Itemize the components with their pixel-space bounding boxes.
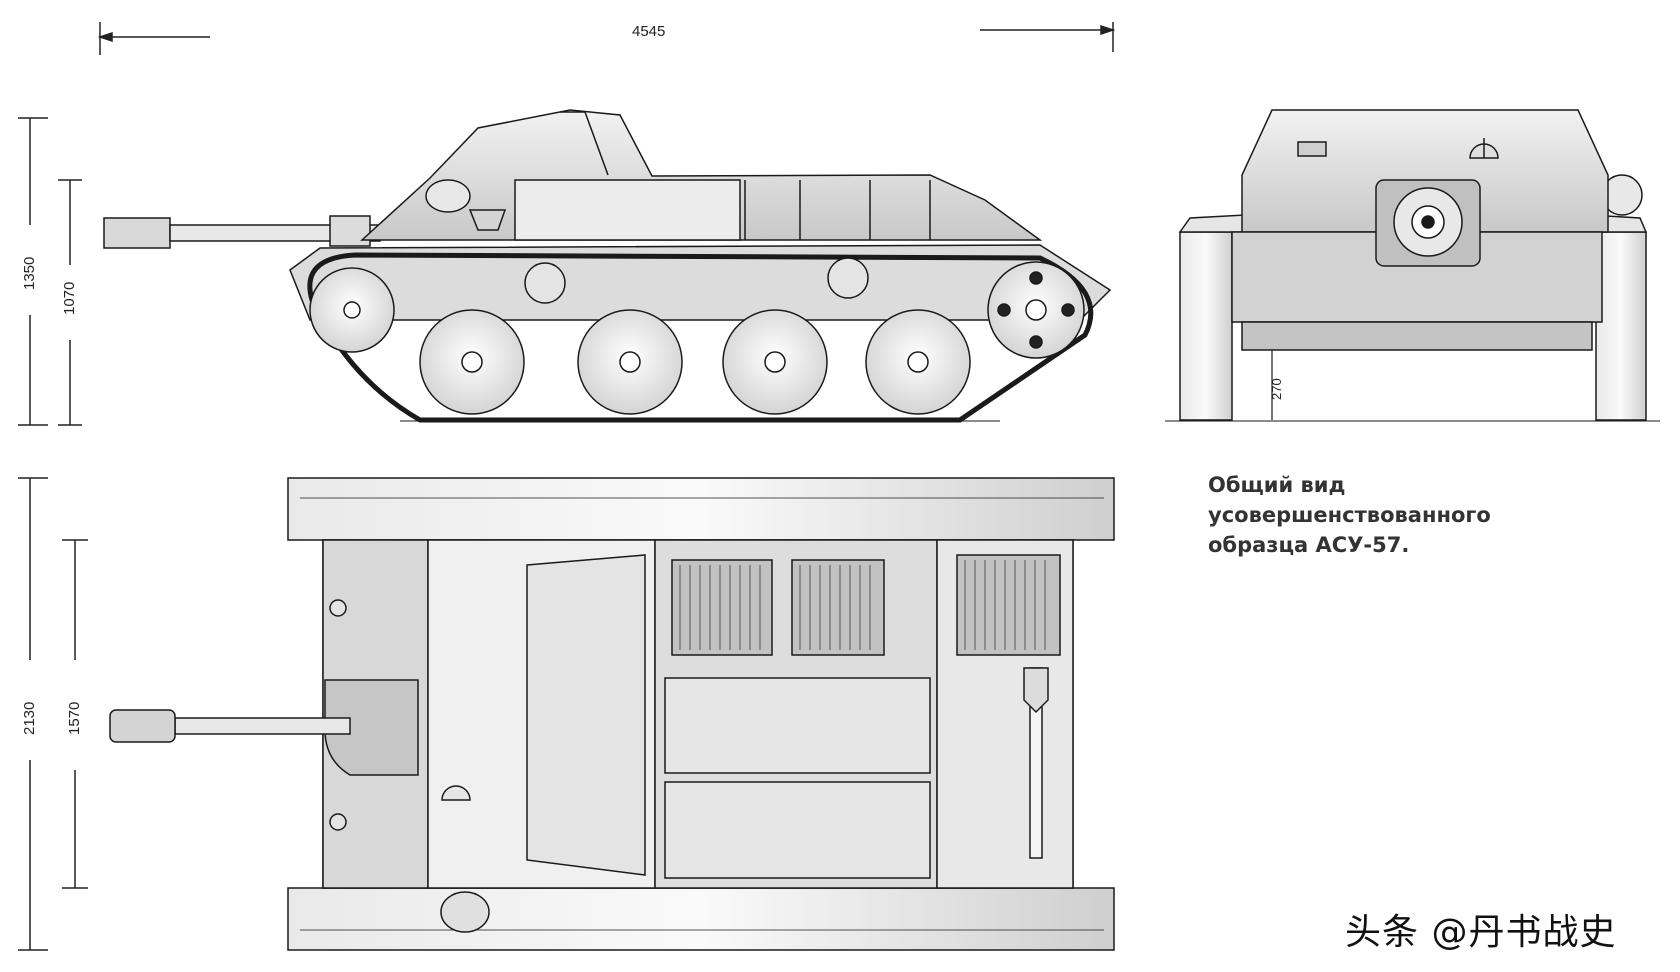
right-track (1595, 231, 1647, 421)
dimension-overall-length (97, 22, 1116, 55)
dimension-width-hull (62, 539, 88, 889)
dimension-height-total (18, 117, 48, 426)
dim-label-height-hull: 1070 (61, 282, 78, 315)
rear-grille (956, 554, 1061, 656)
watermark: 头条 @丹书战史 (1345, 912, 1617, 953)
faded-background-text (1222, 0, 1612, 80)
headlight (425, 179, 471, 213)
lower-hull (289, 244, 1112, 321)
gun-muzzle-brake (103, 217, 171, 249)
dimension-height-hull (58, 179, 82, 426)
return-roller (524, 262, 566, 304)
dim-label-width-hull: 1570 (66, 702, 83, 735)
figure-caption: Общий вид усовершенствованного образца А… (1208, 470, 1628, 560)
dim-label-length: 4545 (632, 23, 665, 40)
top-view (109, 477, 1115, 951)
left-track (1179, 231, 1233, 421)
dim-label-height-total: 1350 (21, 257, 38, 290)
left-fender (287, 477, 1115, 541)
dim-label-ground-clearance: 270 (1269, 378, 1284, 400)
right-fender (287, 887, 1115, 951)
front-view (1165, 109, 1660, 422)
side-view (103, 109, 1112, 423)
dim-label-width-total: 2130 (21, 702, 38, 735)
grille-slats (679, 560, 1046, 650)
gun-barrel-top (174, 717, 351, 735)
gun-muzzle-top (109, 709, 176, 743)
caption-line-2: образца АСУ-57. (1208, 533, 1410, 557)
return-roller (827, 257, 869, 299)
engine-grille (671, 559, 773, 656)
engine-grille (791, 559, 885, 656)
caption-line-1: Общий вид усовершенствованного (1208, 473, 1491, 527)
front-hull (1241, 109, 1609, 233)
track (307, 252, 1094, 423)
dimension-width-total (18, 477, 48, 951)
